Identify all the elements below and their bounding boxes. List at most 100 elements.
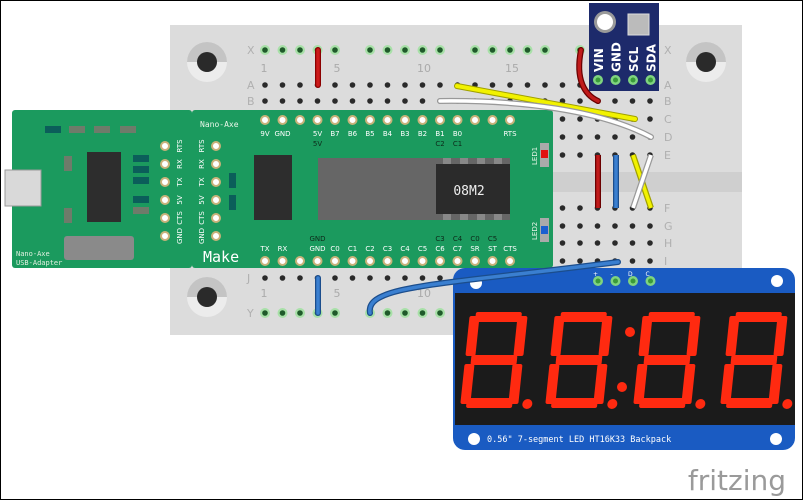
breadboard-hole[interactable] — [419, 98, 426, 104]
nano-axe-bottom-pin[interactable] — [505, 256, 515, 266]
breadboard-hole[interactable] — [262, 82, 268, 88]
usb-adapter-pin[interactable] — [160, 141, 170, 151]
breadboard-hole[interactable] — [332, 275, 338, 281]
breadboard-hole[interactable] — [629, 223, 636, 229]
nano-axe-bottom-pin[interactable] — [435, 256, 445, 266]
breadboard-hole[interactable] — [367, 275, 373, 281]
breadboard-hole[interactable] — [384, 275, 391, 281]
breadboard-hole[interactable] — [297, 47, 303, 53]
breadboard-hole[interactable] — [402, 47, 408, 53]
breadboard-hole[interactable] — [629, 134, 636, 140]
breadboard-hole[interactable] — [507, 82, 513, 88]
nano-axe-bottom-pin[interactable] — [417, 256, 428, 266]
breadboard-hole[interactable] — [384, 47, 391, 53]
breadboard-hole[interactable] — [629, 240, 636, 246]
nano-axe-bottom-pin[interactable] — [452, 256, 463, 266]
usb-adapter-pin[interactable] — [160, 231, 170, 241]
nano-axe-bottom-pin[interactable] — [400, 256, 410, 266]
nano-axe-bottom-pin[interactable] — [330, 256, 340, 266]
nano-axe-top-pin[interactable] — [330, 115, 340, 125]
breadboard-hole[interactable] — [419, 47, 426, 53]
breadboard-hole[interactable] — [559, 240, 566, 246]
breadboard-hole[interactable] — [384, 310, 391, 316]
breadboard-hole[interactable] — [437, 47, 443, 53]
wire-red-vin[interactable] — [576, 47, 601, 104]
breadboard-hole[interactable] — [314, 98, 321, 104]
nano-axe-side-pin[interactable] — [211, 195, 221, 205]
breadboard-hole[interactable] — [437, 82, 443, 88]
breadboard-hole[interactable] — [262, 310, 268, 316]
breadboard-hole[interactable] — [367, 82, 373, 88]
breadboard-hole[interactable] — [419, 275, 426, 281]
breadboard-hole[interactable] — [542, 47, 548, 53]
nano-axe-top-pin[interactable] — [452, 115, 463, 125]
breadboard-hole[interactable] — [559, 223, 566, 229]
nano-axe-side-pin[interactable] — [211, 177, 221, 187]
breadboard-hole[interactable] — [367, 47, 373, 53]
breadboard-hole[interactable] — [332, 98, 338, 104]
nano-axe-top-pin[interactable] — [505, 115, 515, 125]
breadboard-hole[interactable] — [419, 82, 426, 88]
nano-axe-top-pin[interactable] — [487, 115, 498, 125]
breadboard-hole[interactable] — [332, 47, 338, 53]
nano-axe-bottom-pin[interactable] — [260, 256, 270, 266]
breadboard-hole[interactable] — [577, 152, 583, 158]
nano-axe-bottom-pin[interactable] — [470, 256, 480, 266]
nano-axe-bottom-pin[interactable] — [312, 256, 323, 266]
wire-yellow-scl[interactable] — [454, 83, 638, 122]
breadboard-hole[interactable] — [542, 82, 548, 88]
breadboard-hole[interactable] — [262, 275, 268, 281]
usb-adapter-pin[interactable] — [160, 159, 170, 169]
nano-axe-top-pin[interactable] — [365, 115, 375, 125]
breadboard-hole[interactable] — [349, 98, 356, 104]
breadboard-hole[interactable] — [524, 47, 531, 53]
breadboard-hole[interactable] — [349, 82, 356, 88]
breadboard-hole[interactable] — [612, 98, 618, 104]
breadboard-hole[interactable] — [384, 98, 391, 104]
breadboard-hole[interactable] — [402, 275, 408, 281]
breadboard-hole[interactable] — [594, 240, 601, 246]
usb-adapter-pin[interactable] — [160, 195, 170, 205]
breadboard-hole[interactable] — [279, 275, 286, 281]
breadboard-hole[interactable] — [507, 47, 513, 53]
breadboard-hole[interactable] — [402, 310, 408, 316]
breadboard-hole[interactable] — [279, 310, 286, 316]
nano-axe-top-pin[interactable] — [295, 115, 305, 125]
breadboard-hole[interactable] — [647, 98, 653, 104]
breadboard-hole[interactable] — [472, 47, 478, 53]
breadboard-hole[interactable] — [332, 310, 338, 316]
nano-axe-top-pin[interactable] — [470, 115, 480, 125]
breadboard-hole[interactable] — [647, 258, 653, 264]
wire-white-sda[interactable] — [437, 97, 654, 140]
nano-axe-side-pin[interactable] — [211, 141, 221, 151]
breadboard-hole[interactable] — [489, 82, 496, 88]
breadboard-hole[interactable] — [297, 98, 303, 104]
breadboard-hole[interactable] — [402, 82, 408, 88]
nano-axe-top-pin[interactable] — [347, 115, 358, 125]
breadboard-hole[interactable] — [402, 98, 408, 104]
wire-white-display-sda[interactable] — [630, 154, 654, 209]
breadboard-hole[interactable] — [577, 240, 583, 246]
breadboard-hole[interactable] — [647, 223, 653, 229]
breadboard-hole[interactable] — [559, 116, 566, 122]
breadboard-hole[interactable] — [297, 310, 303, 316]
breadboard-hole[interactable] — [647, 240, 653, 246]
breadboard-hole[interactable] — [577, 98, 583, 104]
breadboard-hole[interactable] — [279, 82, 286, 88]
nano-axe-top-pin[interactable] — [417, 115, 428, 125]
nano-axe-top-pin[interactable] — [260, 115, 270, 125]
nano-axe-bottom-pin[interactable] — [365, 256, 375, 266]
breadboard-hole[interactable] — [262, 47, 268, 53]
micro-usb-port[interactable] — [4, 169, 42, 207]
breadboard-hole[interactable] — [559, 205, 566, 211]
wire-blue-gnd-display[interactable] — [366, 259, 621, 316]
nano-axe-bottom-pin[interactable] — [382, 256, 393, 266]
breadboard-hole[interactable] — [629, 258, 636, 264]
breadboard-hole[interactable] — [279, 47, 286, 53]
breadboard-hole[interactable] — [332, 82, 338, 88]
nano-axe-side-pin[interactable] — [211, 213, 221, 223]
breadboard-hole[interactable] — [384, 82, 391, 88]
nano-axe-top-pin[interactable] — [400, 115, 410, 125]
breadboard-hole[interactable] — [419, 310, 426, 316]
breadboard-hole[interactable] — [489, 47, 496, 53]
